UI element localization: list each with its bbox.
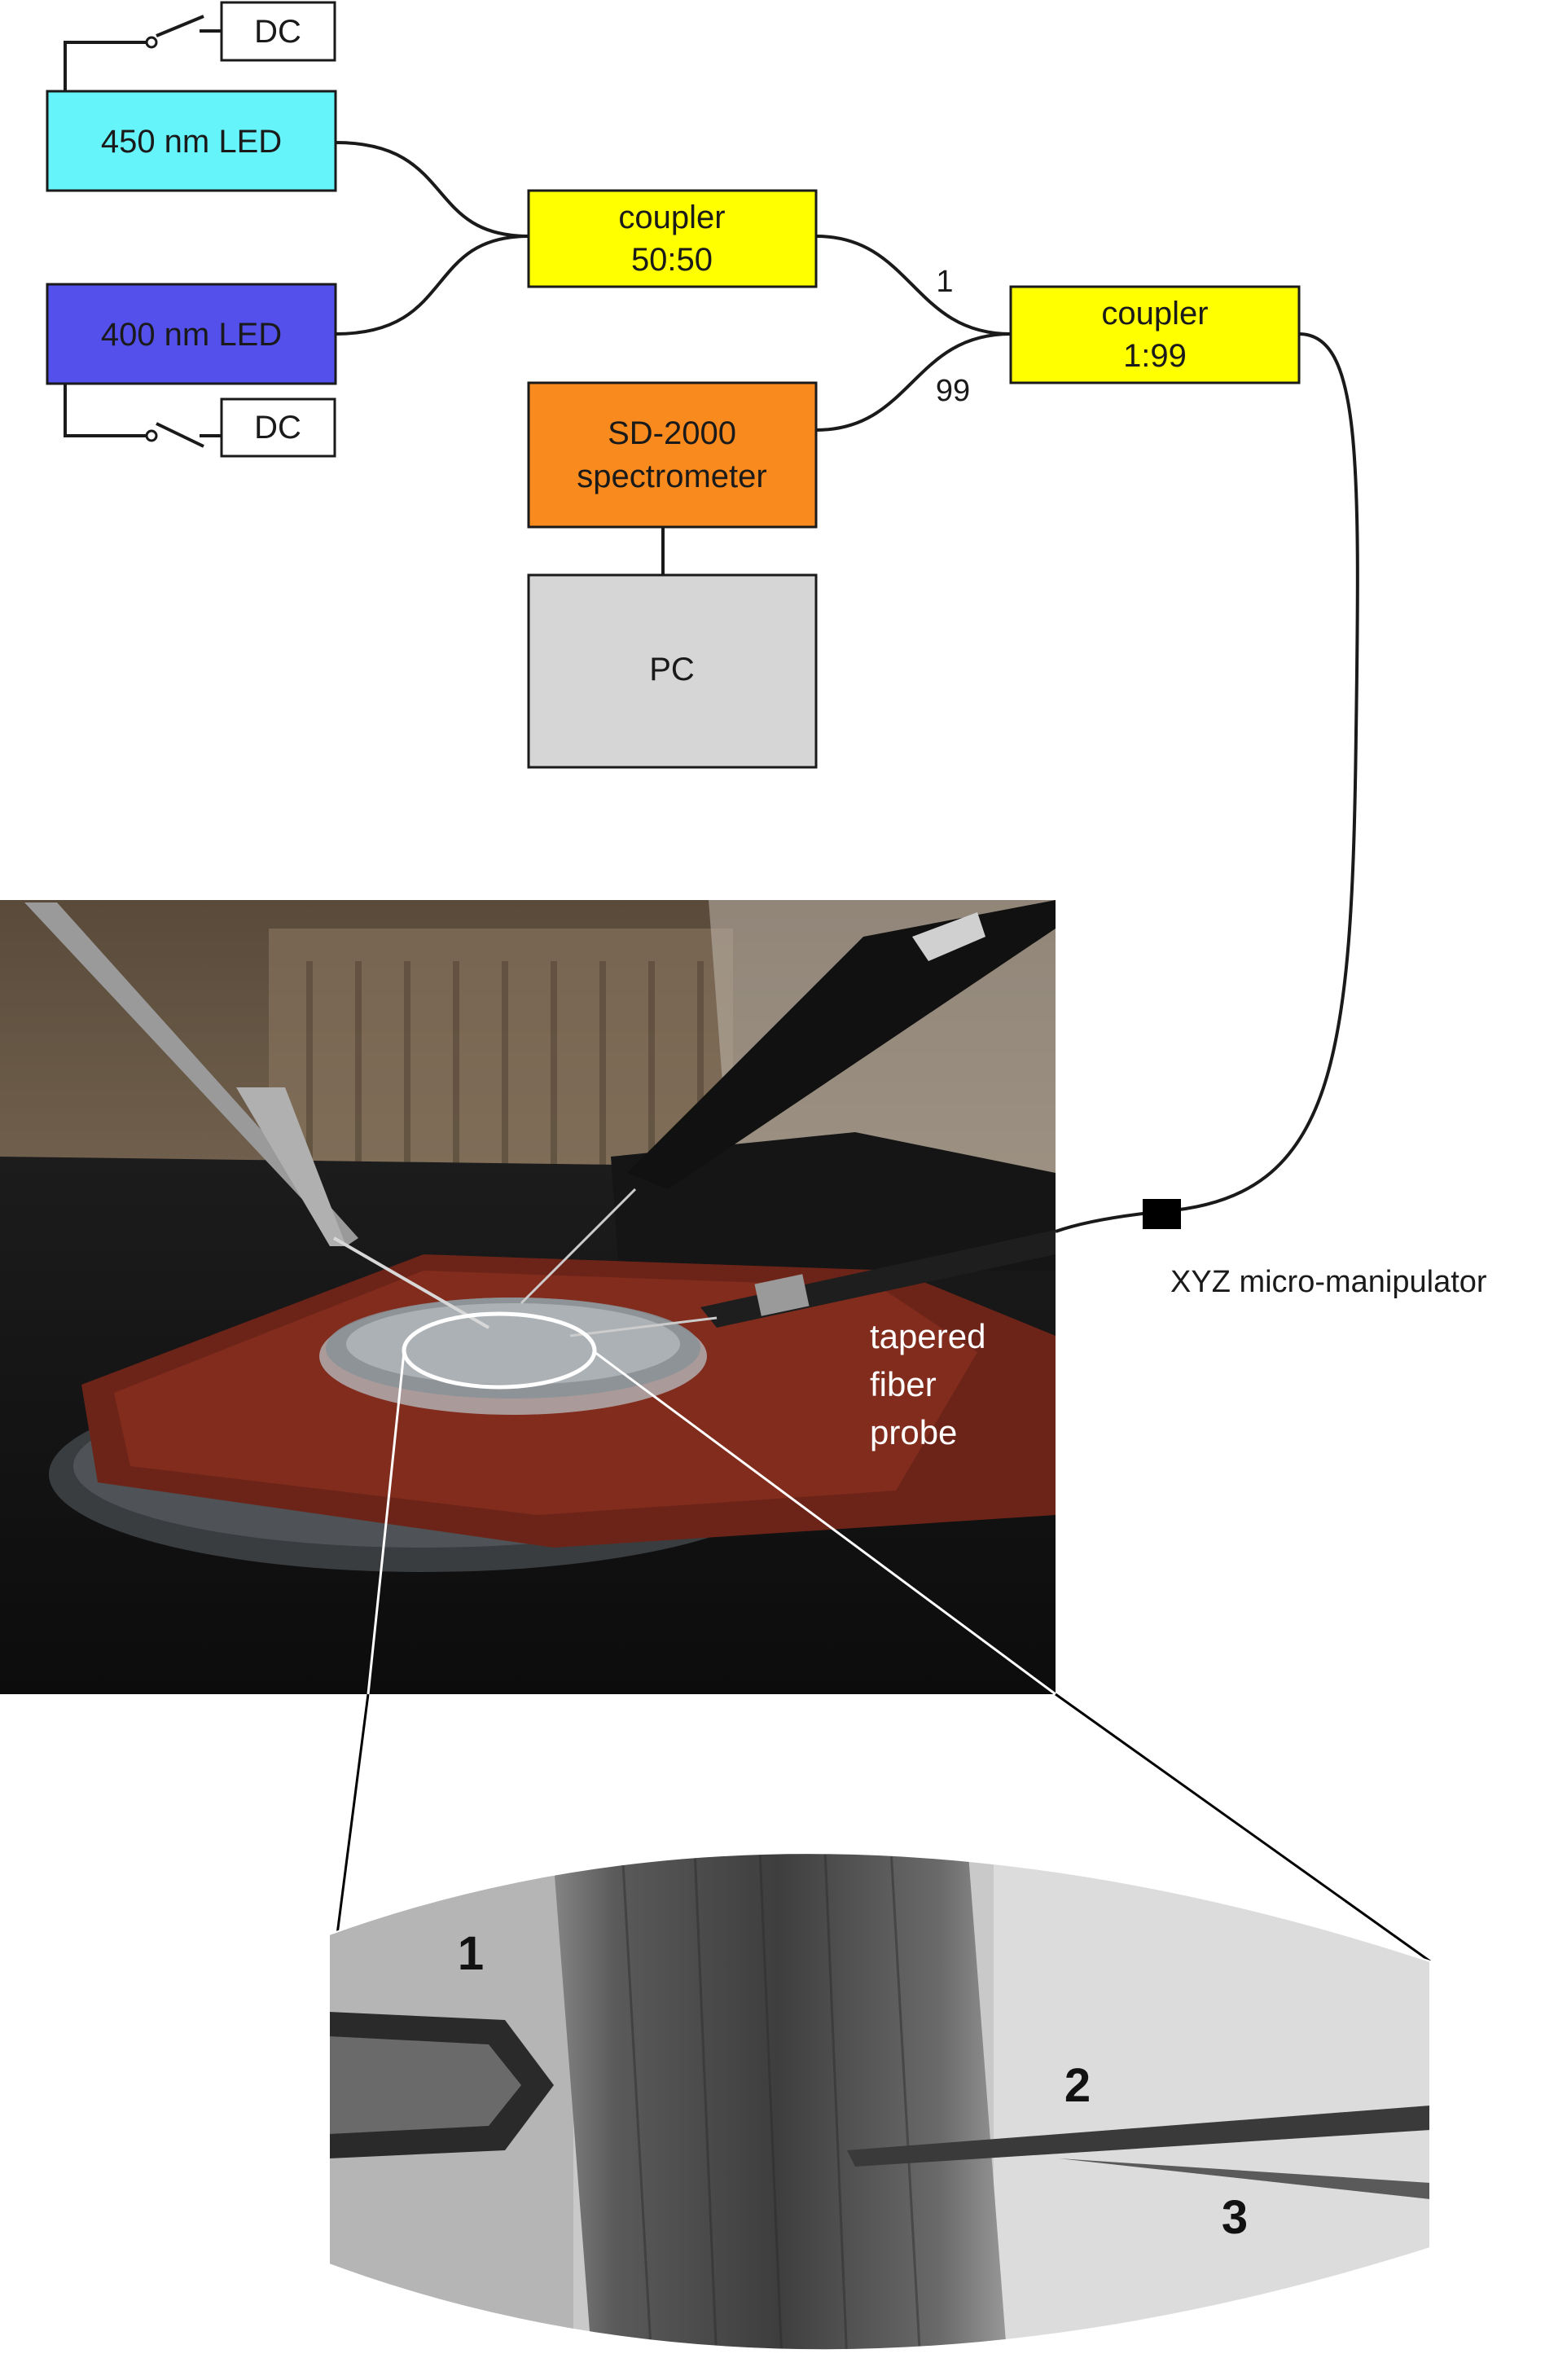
led-450-label: 450 nm LED [101, 124, 282, 160]
zoom-lines [336, 1350, 1431, 1963]
coupler-50-50-box [527, 189, 818, 288]
fiber-coupler-probe [1164, 332, 1359, 1213]
led-450-box [46, 90, 337, 192]
fiber-spectrometer-coupler [815, 332, 1012, 432]
led-400-label: 400 nm LED [101, 317, 282, 353]
port-label-1: 1 [936, 265, 953, 299]
manipulator-label: XYZ micro-manipulator [1170, 1265, 1487, 1299]
dc-bottom-circuit [64, 384, 222, 448]
spectrometer-label-2: spectrometer [577, 459, 766, 494]
micrograph-label-1: 1 [458, 1927, 484, 1980]
probe-label-2: fiber [870, 1365, 937, 1403]
lab-photograph [0, 900, 1056, 1694]
dc-top-label: DC [254, 14, 301, 50]
dc-bottom-label: DC [254, 410, 301, 446]
manipulator-marker [1143, 1199, 1181, 1229]
micrograph-frame [328, 1852, 1431, 2351]
coupler-50-50-label-1: coupler [618, 200, 725, 235]
port-label-99: 99 [936, 374, 970, 408]
coupler-1-99-label-2: 1:99 [1123, 338, 1187, 374]
region-of-interest-ellipse [402, 1311, 597, 1390]
fiber-led450-coupler [335, 141, 529, 238]
switch-contact [145, 36, 158, 49]
dc-top-circuit [64, 15, 222, 91]
coupler-1-99-label-1: coupler [1101, 296, 1208, 332]
micrograph-label-3: 3 [1222, 2191, 1248, 2244]
probe-label-1: tapered [870, 1317, 985, 1355]
spectrometer-label-1: SD-2000 [608, 415, 736, 451]
spectrometer-box [527, 381, 818, 529]
dc-top-box [220, 1, 336, 62]
led-400-box [46, 283, 337, 385]
dc-bottom-box [220, 397, 336, 458]
probe-label-3: probe [870, 1413, 957, 1451]
micrograph [329, 1853, 1430, 2351]
pc-label: PC [649, 652, 695, 687]
micrograph-label-2: 2 [1064, 2059, 1091, 2112]
pc-box [527, 573, 818, 769]
fiber-coupler-coupler [815, 235, 1012, 336]
coupler-50-50-label-2: 50:50 [631, 242, 713, 278]
fiber-led400-coupler [335, 235, 529, 336]
switch-contact [145, 429, 158, 442]
